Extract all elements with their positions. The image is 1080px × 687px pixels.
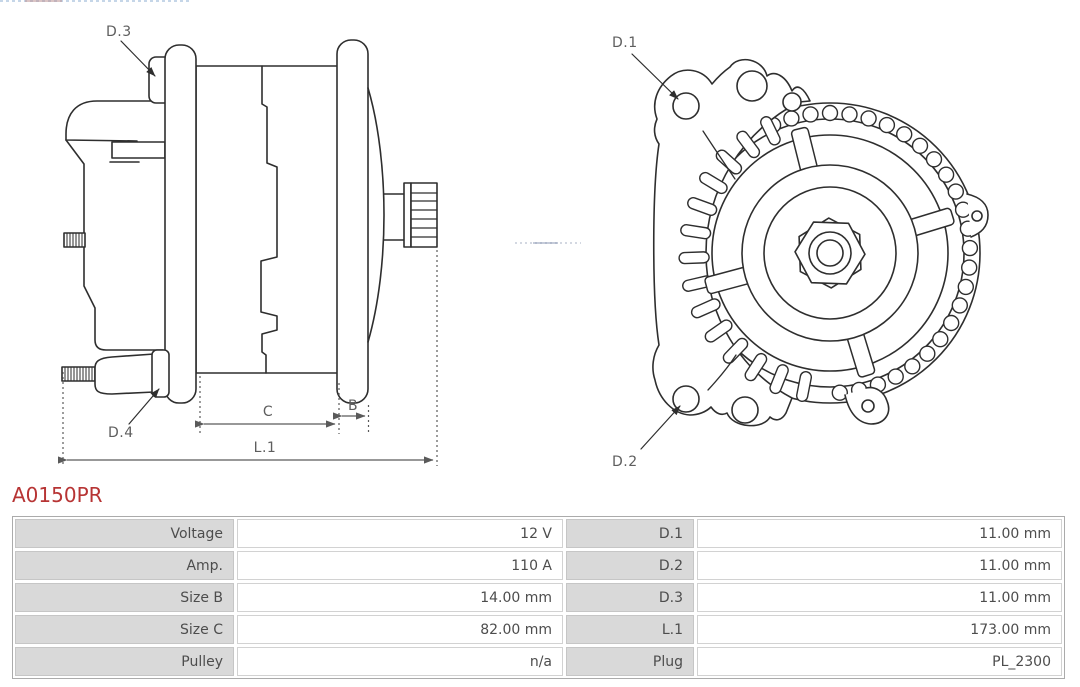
spec-label: Amp. <box>15 551 234 580</box>
spec-label: Pulley <box>15 647 234 676</box>
faint-watermark-line <box>533 242 558 244</box>
dimension-lines <box>58 40 438 466</box>
leader-arrow-d2 <box>640 405 681 450</box>
bracket-edge-line-top <box>702 130 736 180</box>
dim-label-c: C <box>263 404 273 420</box>
front-view-drawing: D.1 D.2 <box>612 35 989 470</box>
spec-value: 12 V <box>237 519 563 548</box>
bracket-edge-line-bottom <box>707 354 737 391</box>
small-hole-top <box>782 92 802 112</box>
spec-label: Size B <box>15 583 234 612</box>
spec-value: PL_2300 <box>697 647 1062 676</box>
mount-hole-d1 <box>672 92 700 120</box>
clipped-edge-artifact <box>0 0 190 2</box>
rear-housing <box>65 100 166 351</box>
bolt-hole-bottom <box>731 396 759 424</box>
spec-label: Size C <box>15 615 234 644</box>
part-number: A0150PR <box>12 483 103 507</box>
spec-table: Voltage 12 V D.1 11.00 mm Amp. 110 A D.2… <box>12 516 1065 679</box>
dim-label-d4: D.4 <box>108 425 134 441</box>
spec-label: L.1 <box>566 615 694 644</box>
side-view-drawing: D.3 D.4 C B L.1 <box>58 24 438 466</box>
stator-body <box>195 65 339 374</box>
face-spokes <box>704 126 955 378</box>
dim-label-l1: L.1 <box>254 440 277 456</box>
technical-drawing: D.3 D.4 C B L.1 <box>58 24 989 470</box>
spec-label: Plug <box>566 647 694 676</box>
spec-value: 14.00 mm <box>237 583 563 612</box>
spec-value: 173.00 mm <box>697 615 1062 644</box>
clipped-edge-artifact-red <box>25 0 62 2</box>
mounting-lug-d4 <box>61 349 170 398</box>
leader-arrow-d1 <box>631 53 679 100</box>
spec-value: 11.00 mm <box>697 519 1062 548</box>
spec-value: 110 A <box>237 551 563 580</box>
terminal-stud-upper <box>63 232 86 248</box>
spec-value: 82.00 mm <box>237 615 563 644</box>
dim-label-b: B <box>348 398 358 414</box>
spec-value: 11.00 mm <box>697 551 1062 580</box>
spec-value: 11.00 mm <box>697 583 1062 612</box>
front-cover-and-pulley <box>367 87 438 343</box>
right-side-tab <box>966 193 989 238</box>
spec-label: Voltage <box>15 519 234 548</box>
dim-label-d2: D.2 <box>612 454 638 470</box>
spec-label: D.2 <box>566 551 694 580</box>
shaft-end <box>816 239 844 267</box>
dim-label-d1: D.1 <box>612 35 638 51</box>
bolt-hole-top <box>736 70 768 102</box>
spec-label: D.1 <box>566 519 694 548</box>
bottom-right-ear <box>844 386 890 425</box>
dim-label-d3: D.3 <box>106 24 132 40</box>
spec-label: D.3 <box>566 583 694 612</box>
spec-value: n/a <box>237 647 563 676</box>
front-bracket-boss <box>336 39 369 404</box>
mount-hole-d2 <box>672 385 700 413</box>
rear-bracket-boss <box>164 44 197 404</box>
